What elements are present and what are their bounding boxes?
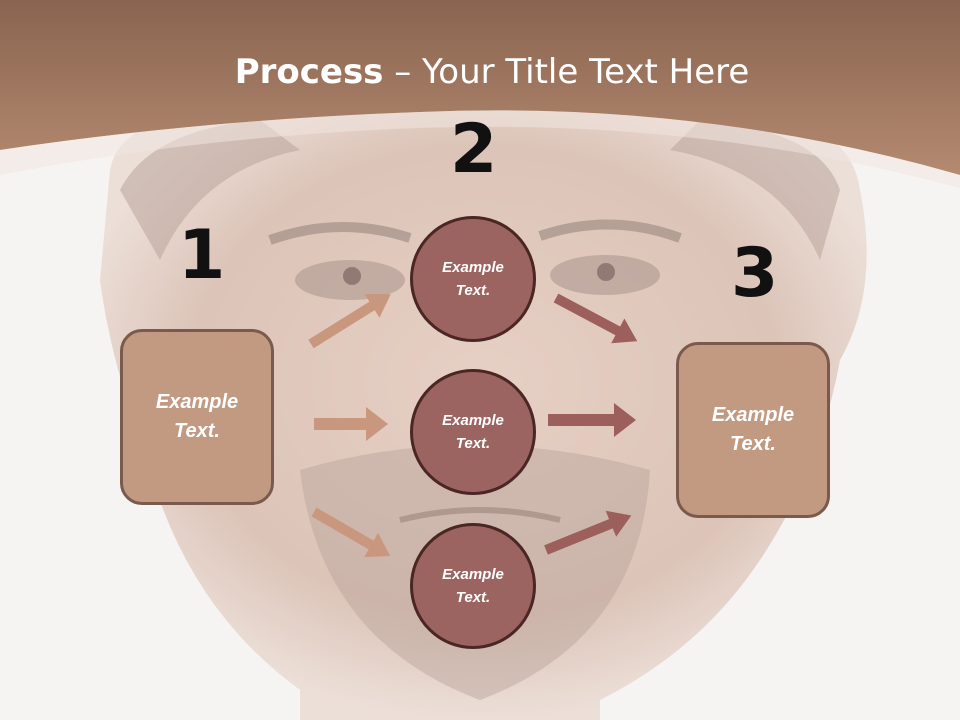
circle-top: Example Text. xyxy=(410,216,536,342)
arrow-left-up-icon xyxy=(308,293,391,349)
circle-middle: Example Text. xyxy=(410,369,536,495)
title-bold: Process xyxy=(234,52,384,92)
step-1-text: Example Text. xyxy=(155,391,239,442)
circle-middle-text: Example Text. xyxy=(442,412,504,452)
arrow-right-up-icon xyxy=(544,510,632,555)
step-3-text: Example Text. xyxy=(711,404,795,455)
step-1-box: Example Text. xyxy=(120,329,274,505)
arrow-right-down-icon xyxy=(553,293,638,344)
step-number-1: 1 xyxy=(178,216,226,295)
circle-bottom-text: Example Text. xyxy=(442,566,504,606)
arrow-left-down-icon xyxy=(311,507,391,558)
step-number-2: 2 xyxy=(450,110,498,189)
arrow-left-middle-icon xyxy=(314,407,388,441)
step-3-box: Example Text. xyxy=(676,342,830,518)
header-band xyxy=(0,0,960,188)
circle-top-text: Example Text. xyxy=(442,259,504,299)
title-rest: – Your Title Text Here xyxy=(383,52,750,92)
step-number-3: 3 xyxy=(731,234,779,313)
slide-title: Process – Your Title Text Here xyxy=(0,52,960,92)
arrow-right-middle-icon xyxy=(548,403,636,437)
circle-bottom: Example Text. xyxy=(410,523,536,649)
